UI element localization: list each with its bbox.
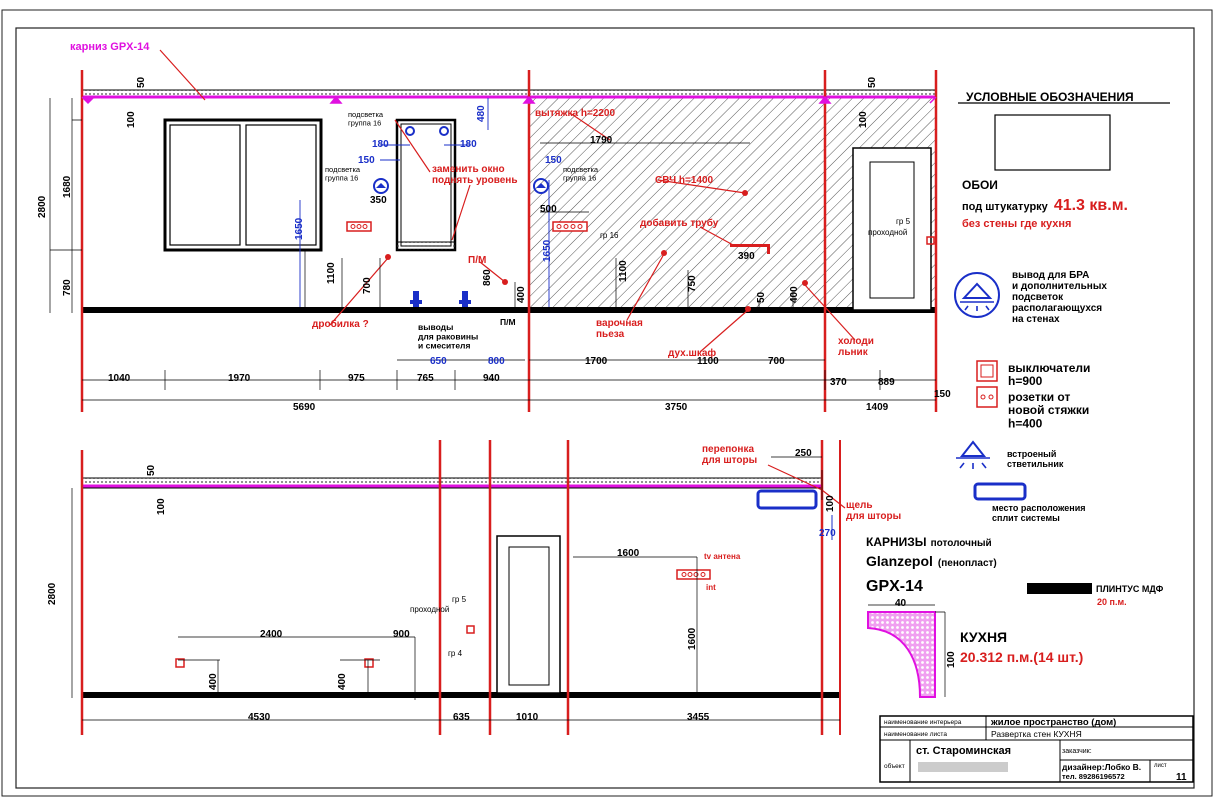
door bbox=[852, 147, 932, 311]
socket-symbol bbox=[175, 658, 185, 668]
light-point-icon bbox=[439, 126, 449, 136]
top-elevation bbox=[49, 49, 938, 412]
upper-cabinet bbox=[395, 118, 457, 252]
bottom-elevation bbox=[71, 440, 846, 735]
plinth-legend-swatch bbox=[1027, 583, 1092, 594]
title-block bbox=[879, 715, 1194, 783]
switch-symbol bbox=[926, 236, 935, 245]
floor-plinth bbox=[82, 307, 936, 313]
socket-symbol bbox=[364, 658, 374, 668]
split-system-unit bbox=[756, 489, 818, 510]
window bbox=[163, 118, 323, 252]
floor-plinth bbox=[82, 692, 840, 698]
tv-int-socket-block bbox=[676, 569, 711, 580]
sconce-outlet-icon bbox=[373, 178, 389, 194]
light-point-icon bbox=[405, 126, 415, 136]
cornice-profile bbox=[867, 604, 946, 698]
sconce-legend-icon bbox=[954, 272, 1000, 318]
builtin-light-legend-icon bbox=[956, 440, 990, 469]
pipe-mark bbox=[730, 244, 770, 247]
switch-symbol bbox=[466, 625, 475, 634]
switch-legend-icon bbox=[976, 360, 998, 382]
legend bbox=[867, 102, 1170, 698]
socket-legend-icon bbox=[976, 386, 998, 408]
socket-block bbox=[346, 221, 372, 232]
outer-frame bbox=[1, 9, 1213, 797]
sink-outlet-icon bbox=[462, 291, 468, 307]
redacted-address bbox=[918, 762, 1008, 772]
socket-block bbox=[552, 221, 588, 232]
split-legend-icon bbox=[973, 482, 1027, 501]
door bbox=[496, 535, 561, 694]
sconce-outlet-icon bbox=[533, 178, 549, 194]
sink-outlet-icon bbox=[413, 291, 419, 307]
wallpaper-swatch bbox=[994, 114, 1111, 171]
inner-frame bbox=[15, 27, 1195, 789]
